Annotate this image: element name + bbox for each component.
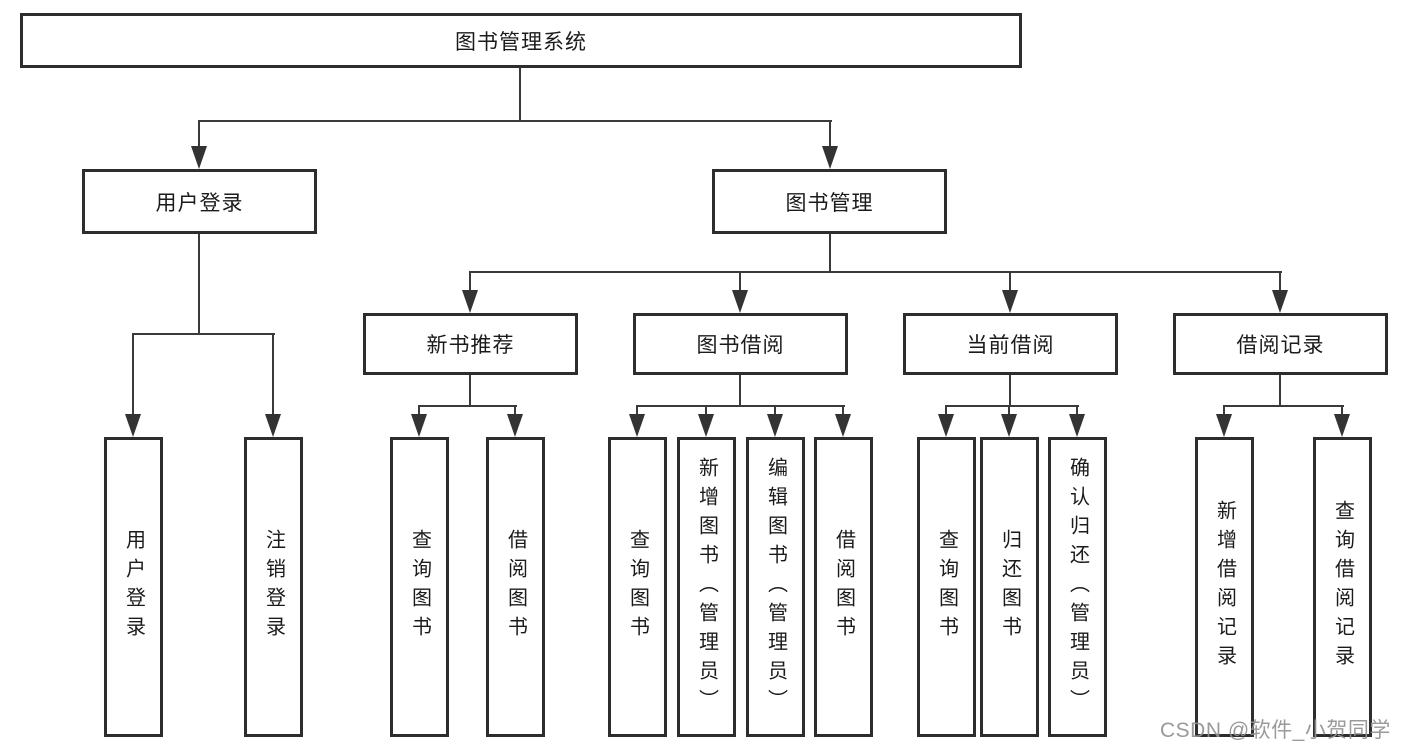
leaf-label: 用户登录 bbox=[122, 529, 145, 645]
connector-line bbox=[469, 271, 1282, 273]
connector-line bbox=[1341, 405, 1343, 417]
connector-line bbox=[418, 405, 420, 417]
arrow-down-icon bbox=[411, 414, 427, 437]
node-user-login-label: 用户登录 bbox=[155, 191, 244, 215]
connector-line bbox=[272, 333, 274, 415]
arrow-down-icon bbox=[698, 414, 714, 437]
connector-line bbox=[469, 271, 471, 293]
connector-line bbox=[132, 333, 275, 335]
connector-line bbox=[1008, 405, 1010, 417]
arrow-down-icon bbox=[767, 414, 783, 437]
connector-line bbox=[1279, 375, 1281, 406]
node-root: 图书管理系统 bbox=[20, 13, 1022, 68]
node-borrow-records-label: 借阅记录 bbox=[1236, 334, 1325, 357]
node-current-borrow: 当前借阅 bbox=[903, 313, 1118, 375]
leaf-label: 归还图书 bbox=[998, 529, 1021, 645]
arrow-down-icon bbox=[1334, 414, 1350, 437]
node-leaf-borrow-books: 借阅图书 bbox=[486, 437, 545, 737]
connector-line bbox=[636, 405, 845, 407]
arrow-down-icon bbox=[938, 414, 954, 437]
connector-line bbox=[1009, 271, 1011, 293]
arrow-down-icon bbox=[1002, 290, 1018, 313]
node-leaf-return-books: 归还图书 bbox=[980, 437, 1039, 737]
node-leaf-add-books-admin: 新增图书（管理员） bbox=[677, 437, 736, 737]
connector-line bbox=[774, 405, 776, 417]
node-new-book-recommend: 新书推荐 bbox=[363, 313, 578, 375]
leaf-label: 确认归还（管理员） bbox=[1066, 456, 1089, 718]
connector-line bbox=[739, 271, 741, 293]
connector-line bbox=[198, 120, 832, 122]
connector-line bbox=[705, 405, 707, 417]
leaf-label: 新增图书（管理员） bbox=[695, 456, 718, 718]
connector-line bbox=[514, 405, 516, 417]
arrow-down-icon bbox=[1216, 414, 1232, 437]
node-book-borrow: 图书借阅 bbox=[633, 313, 848, 375]
arrow-down-icon bbox=[629, 414, 645, 437]
node-book-borrow-label: 图书借阅 bbox=[696, 334, 785, 357]
arrow-down-icon bbox=[125, 414, 141, 437]
node-leaf-edit-books-admin: 编辑图书（管理员） bbox=[746, 437, 805, 737]
connector-line bbox=[945, 405, 1079, 407]
arrow-down-icon bbox=[265, 414, 281, 437]
arrow-down-icon bbox=[1001, 414, 1017, 437]
arrow-down-icon bbox=[1069, 414, 1085, 437]
connector-line bbox=[636, 405, 638, 417]
arrow-down-icon bbox=[822, 146, 838, 169]
node-new-book-recommend-label: 新书推荐 bbox=[426, 334, 515, 357]
leaf-label: 编辑图书（管理员） bbox=[764, 456, 787, 718]
arrow-down-icon bbox=[1272, 290, 1288, 313]
connector-line bbox=[198, 234, 200, 334]
node-borrow-records: 借阅记录 bbox=[1173, 313, 1388, 375]
node-leaf-query-books: 查询图书 bbox=[608, 437, 667, 737]
arrow-down-icon bbox=[191, 146, 207, 169]
arrow-down-icon bbox=[507, 414, 523, 437]
node-leaf-logout: 注销登录 bbox=[244, 437, 303, 737]
connector-line bbox=[739, 375, 741, 406]
arrow-down-icon bbox=[732, 290, 748, 313]
node-leaf-borrow-books: 借阅图书 bbox=[814, 437, 873, 737]
csdn-watermark: CSDN @软件_小贺同学 bbox=[1160, 719, 1391, 742]
node-book-management-label: 图书管理 bbox=[785, 191, 874, 215]
node-leaf-confirm-return-admin: 确认归还（管理员） bbox=[1048, 437, 1107, 737]
node-leaf-user-login: 用户登录 bbox=[104, 437, 163, 737]
leaf-label: 查询图书 bbox=[626, 529, 649, 645]
connector-line bbox=[1223, 405, 1225, 417]
connector-line bbox=[829, 120, 831, 148]
connector-line bbox=[1076, 405, 1078, 417]
arrow-down-icon bbox=[462, 290, 478, 313]
arrow-down-icon bbox=[835, 414, 851, 437]
leaf-label: 借阅图书 bbox=[832, 529, 855, 645]
node-current-borrow-label: 当前借阅 bbox=[966, 334, 1055, 357]
connector-line bbox=[829, 234, 831, 273]
connector-line bbox=[1279, 271, 1281, 293]
leaf-label: 查询图书 bbox=[935, 529, 958, 645]
node-leaf-add-borrow-record: 新增借阅记录 bbox=[1195, 437, 1254, 737]
node-leaf-query-borrow-record: 查询借阅记录 bbox=[1313, 437, 1372, 737]
node-user-login: 用户登录 bbox=[82, 169, 317, 234]
leaf-label: 注销登录 bbox=[262, 529, 285, 645]
node-root-label: 图书管理系统 bbox=[455, 30, 587, 54]
connector-line bbox=[842, 405, 844, 417]
connector-line bbox=[469, 375, 471, 406]
leaf-label: 新增借阅记录 bbox=[1213, 500, 1236, 674]
connector-line bbox=[945, 405, 947, 417]
node-leaf-query-books: 查询图书 bbox=[390, 437, 449, 737]
connector-line bbox=[198, 120, 200, 148]
connector-line bbox=[1223, 405, 1344, 407]
connector-line bbox=[418, 405, 517, 407]
leaf-label: 查询借阅记录 bbox=[1331, 500, 1354, 674]
connector-line bbox=[132, 333, 134, 415]
node-leaf-query-books: 查询图书 bbox=[917, 437, 976, 737]
node-book-management: 图书管理 bbox=[712, 169, 947, 234]
connector-line bbox=[519, 68, 521, 122]
connector-line bbox=[1009, 375, 1011, 406]
leaf-label: 查询图书 bbox=[408, 529, 431, 645]
leaf-label: 借阅图书 bbox=[504, 529, 527, 645]
